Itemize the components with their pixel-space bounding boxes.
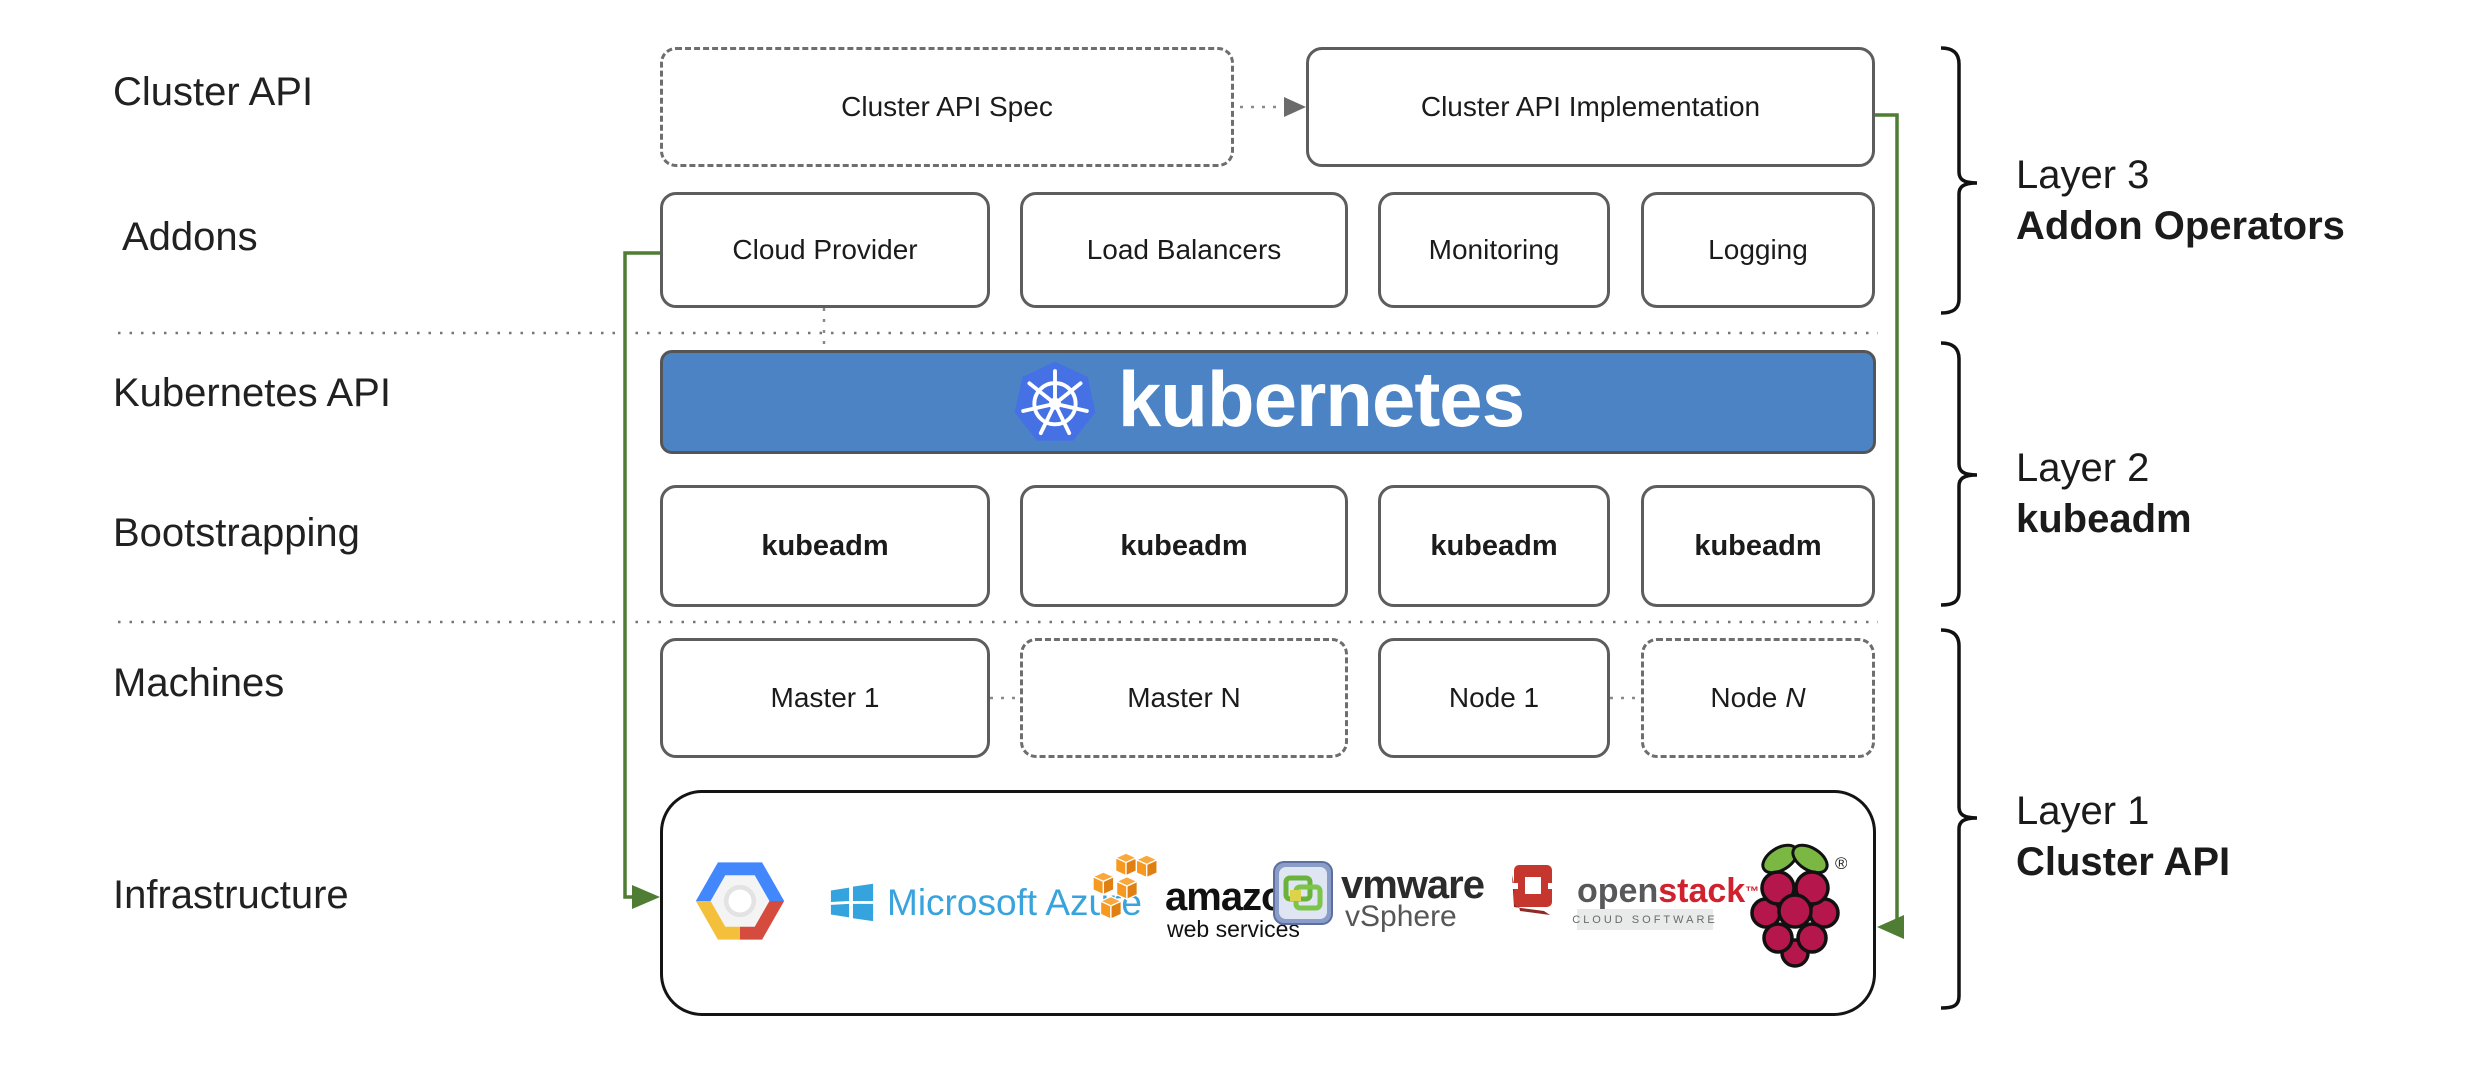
- layer-1-label: Layer 1 Cluster API: [2016, 786, 2230, 888]
- vsphere-label: vSphere: [1345, 900, 1457, 933]
- master-n-label: Master N: [1127, 682, 1241, 713]
- kubeadm-box-1: kubeadm: [660, 485, 990, 607]
- openstack-open: open: [1577, 872, 1659, 910]
- layer-3-line1: Layer 3: [2016, 153, 2150, 197]
- row-label-machines: Machines: [113, 661, 285, 705]
- layer-1-line1: Layer 1: [2016, 789, 2150, 833]
- kubeadm-label: kubeadm: [1120, 529, 1248, 562]
- kubeadm-box-3: kubeadm: [1378, 485, 1610, 607]
- layer-1-bracket: [1940, 628, 1978, 1010]
- azure-window-icon: [830, 883, 874, 922]
- row-label-addons: Addons: [122, 215, 258, 259]
- logging-label: Logging: [1708, 234, 1808, 265]
- layer-3-line2: Addon Operators: [2016, 204, 2345, 248]
- row-label-infrastructure: Infrastructure: [113, 873, 349, 917]
- openstack-cube-icon: [1510, 865, 1556, 915]
- master-1-label: Master 1: [770, 682, 880, 713]
- addon-box-cloud-provider: Cloud Provider: [660, 192, 990, 308]
- google-cloud-icon: [695, 862, 785, 940]
- machine-box-node-1: Node 1: [1378, 638, 1610, 758]
- addon-box-monitoring: Monitoring: [1378, 192, 1610, 308]
- node-1-label: Node 1: [1448, 682, 1540, 713]
- layer-3-label: Layer 3 Addon Operators: [2016, 150, 2345, 252]
- vmware-wordmark: vmware: [1341, 863, 1485, 907]
- node-n-label: Node: [1710, 682, 1778, 713]
- cluster-api-spec-label: Cluster API Spec: [841, 91, 1053, 122]
- cluster-api-implementation-label: Cluster API Implementation: [1420, 91, 1761, 122]
- monitoring-label: Monitoring: [1428, 234, 1560, 265]
- cloud-provider-label: Cloud Provider: [732, 234, 918, 265]
- layer-3-bracket: [1940, 46, 1978, 315]
- layer-2-label: Layer 2 kubeadm: [2016, 443, 2192, 545]
- openstack-caption: CLOUD SOFTWARE: [1572, 909, 1715, 930]
- cluster-api-implementation-box: Cluster API Implementation: [1306, 47, 1875, 167]
- layer-2-bracket: [1940, 341, 1978, 607]
- raspberry-pi-icon: ®: [1750, 843, 1847, 968]
- openstack-tm: ™: [1745, 883, 1760, 899]
- green-arrowhead-left-icon: [632, 885, 660, 909]
- row-label-kubernetes-api: Kubernetes API: [113, 371, 391, 415]
- kubernetes-wordmark: kubernetes: [1117, 355, 1525, 443]
- load-balancers-label: Load Balancers: [1086, 234, 1282, 265]
- kubeadm-label: kubeadm: [1430, 529, 1558, 562]
- openstack-stack: stack: [1658, 872, 1746, 910]
- kubeadm-box-2: kubeadm: [1020, 485, 1348, 607]
- green-arrowhead-right-icon: [1877, 915, 1904, 939]
- layer-2-line2: kubeadm: [2016, 497, 2192, 541]
- kubeadm-box-4: kubeadm: [1641, 485, 1875, 607]
- addon-box-load-balancers: Load Balancers: [1020, 192, 1348, 308]
- aws-cubes-icon: [1093, 852, 1159, 921]
- row-label-cluster-api: Cluster API: [113, 70, 314, 114]
- node-n-italic: N: [1785, 682, 1806, 713]
- layer-1-line2: Cluster API: [2016, 840, 2231, 884]
- machine-box-master-1: Master 1: [660, 638, 990, 758]
- kubeadm-label: kubeadm: [1694, 529, 1822, 562]
- addon-box-logging: Logging: [1641, 192, 1875, 308]
- machine-box-master-n: Master N: [1020, 638, 1348, 758]
- kubeadm-label: kubeadm: [761, 529, 889, 562]
- row-label-bootstrapping: Bootstrapping: [113, 511, 360, 555]
- spec-to-impl-arrowhead-icon: [1284, 97, 1306, 117]
- cluster-api-spec-box: Cluster API Spec: [660, 47, 1234, 167]
- layer-2-line1: Layer 2: [2016, 446, 2150, 490]
- green-connector-right: [1875, 113, 1902, 929]
- raspberry-pi-registered-mark: ®: [1835, 854, 1847, 873]
- infrastructure-box: Microsoft Azure: [660, 790, 1876, 1016]
- kubernetes-banner: kubernetes: [660, 350, 1876, 454]
- kubernetes-wheel-icon: [1014, 361, 1096, 441]
- openstack-wordmark: openstack™: [1577, 873, 1759, 909]
- vmware-app-icon: [1273, 861, 1333, 925]
- green-connector-left: [623, 251, 660, 899]
